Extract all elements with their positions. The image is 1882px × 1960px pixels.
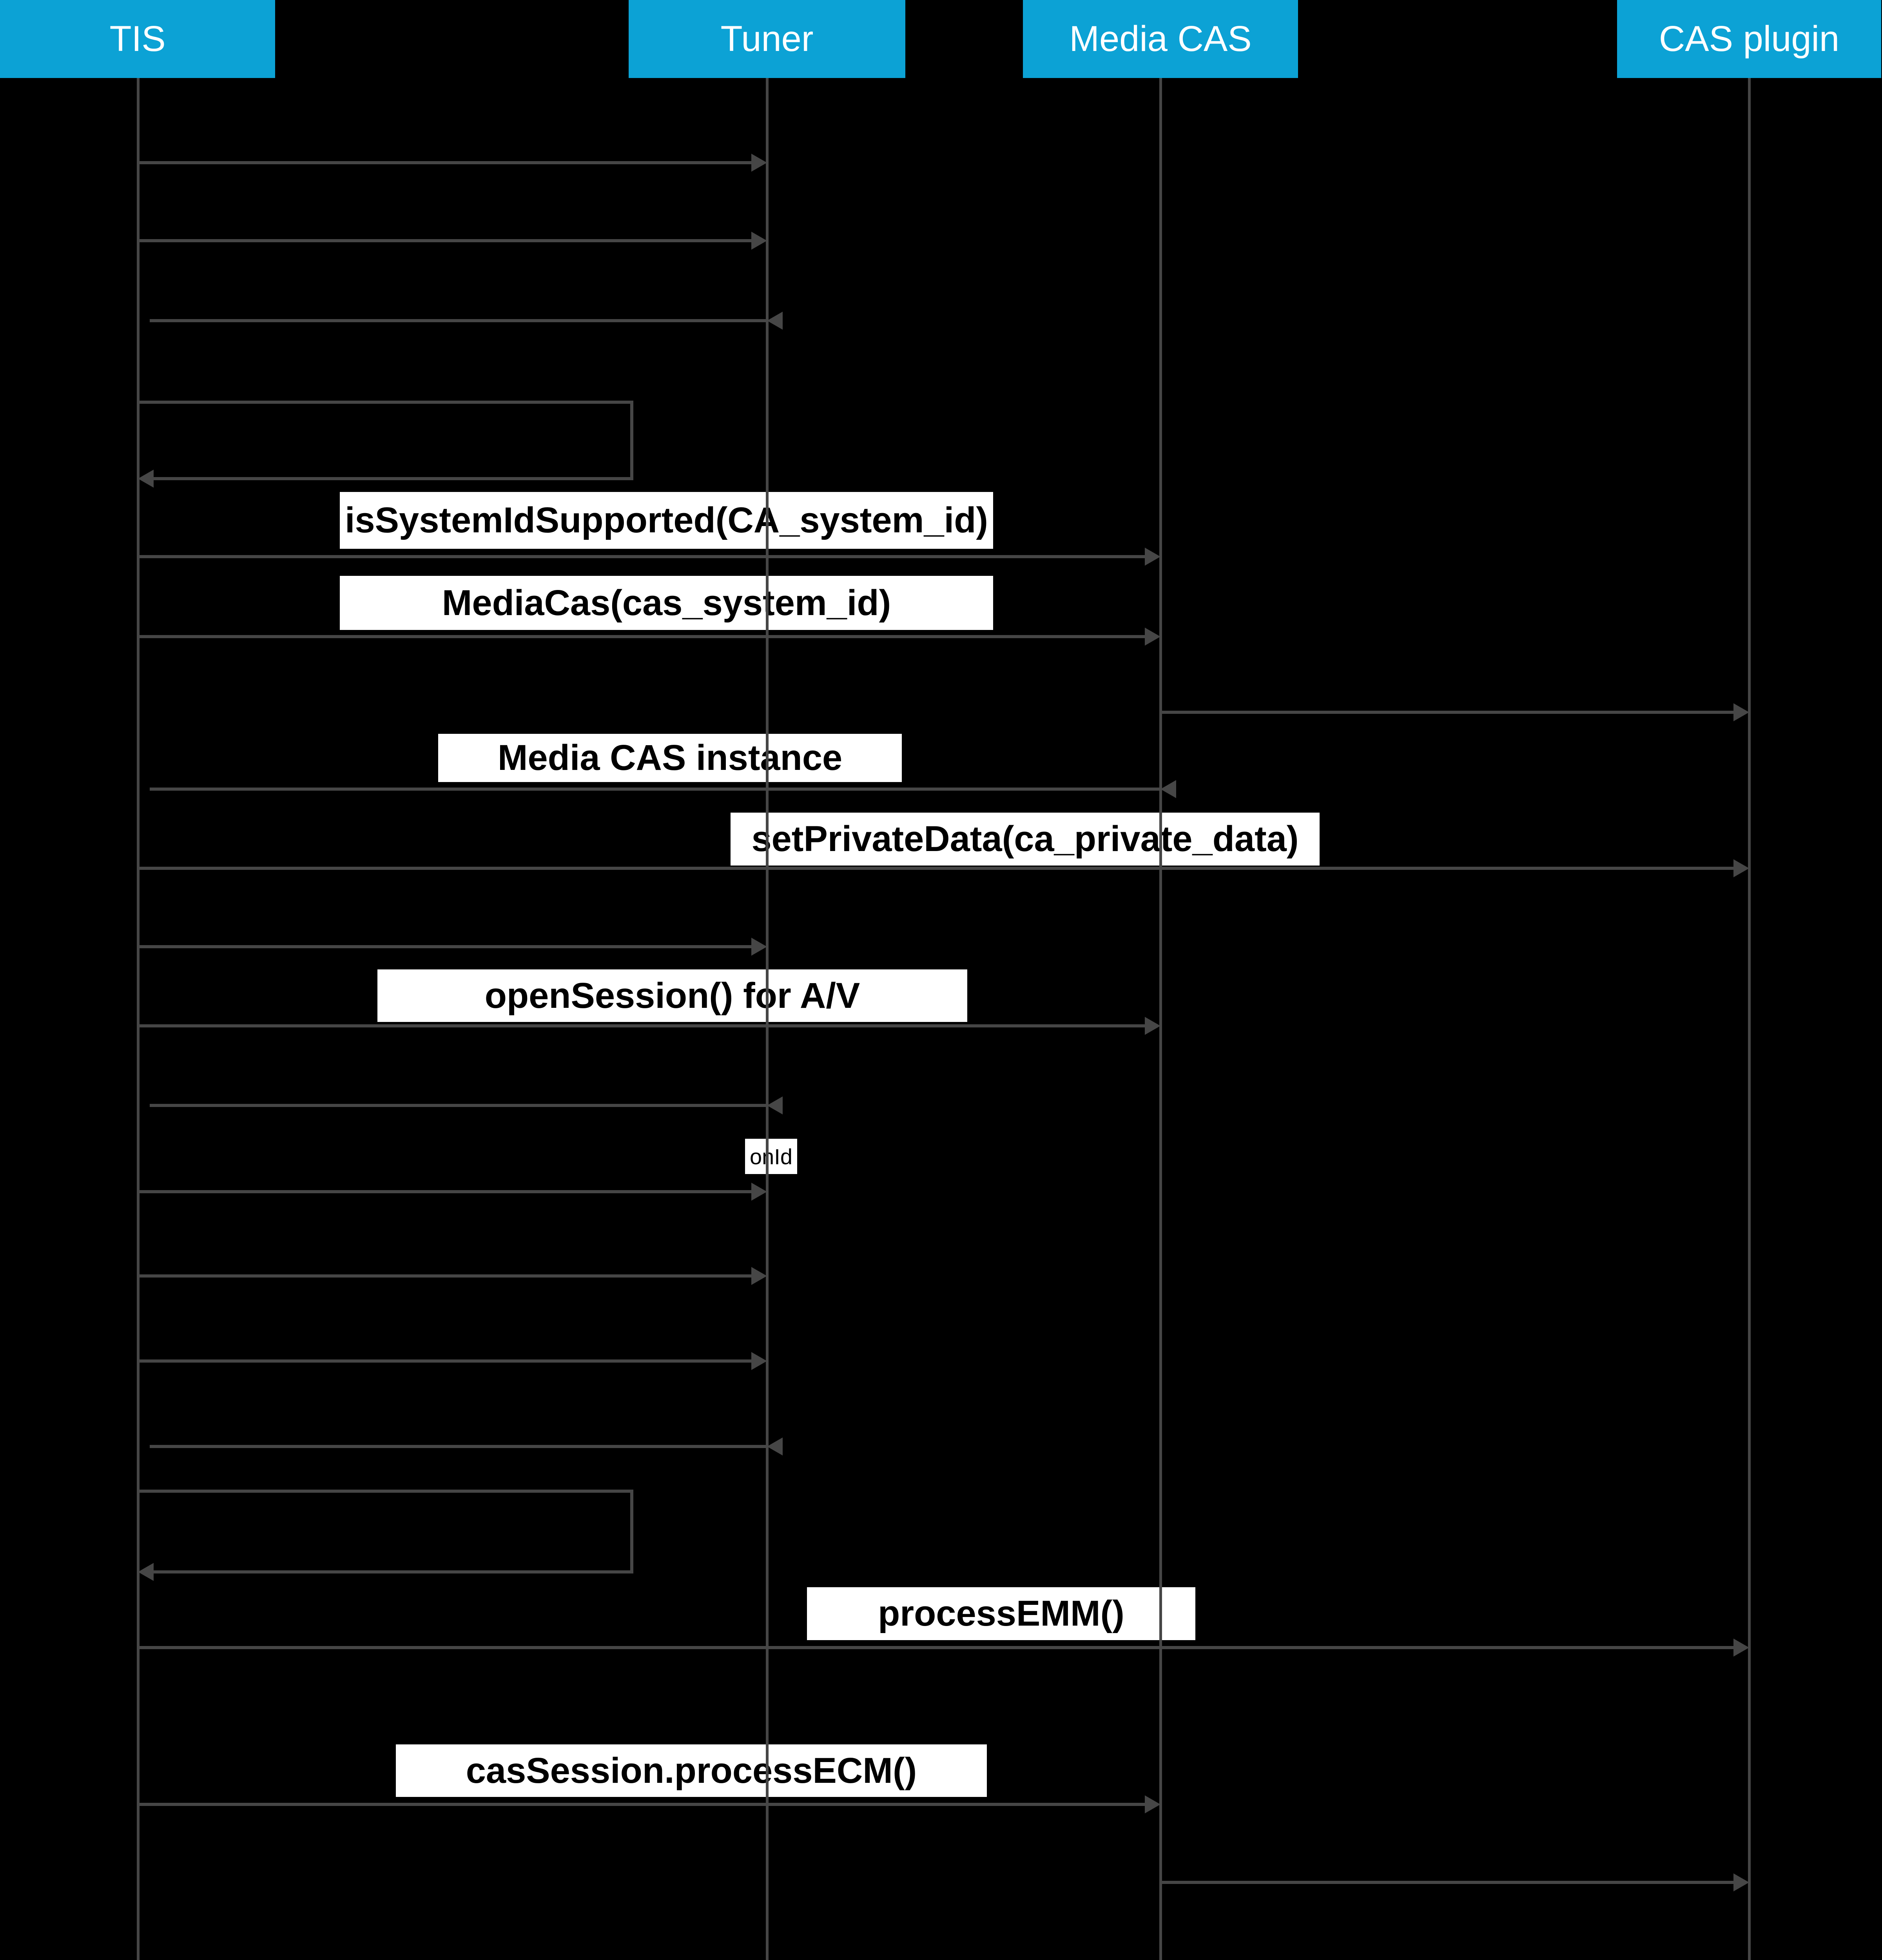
- message-arrow-line: [138, 945, 755, 948]
- self-message-top: [138, 1490, 633, 1493]
- message-label: openSession() for A/V: [377, 969, 967, 1022]
- arrowhead-right-icon: [1733, 859, 1749, 877]
- lifeline-cas_plugin: [1748, 78, 1751, 1960]
- arrowhead-right-icon: [1733, 1639, 1749, 1657]
- arrowhead-right-icon: [751, 1267, 767, 1285]
- message-arrow-line: [150, 319, 767, 322]
- arrowhead-right-icon: [1145, 1017, 1160, 1035]
- message-label: MediaCas(cas_system_id): [340, 576, 993, 630]
- arrowhead-right-icon: [1145, 628, 1160, 646]
- message-arrow-line: [138, 161, 755, 164]
- lifeline-media_cas: [1159, 78, 1162, 1960]
- message-label: Media CAS instance: [438, 734, 902, 782]
- lifeline-tis: [137, 78, 140, 1960]
- self-message-side: [630, 401, 633, 480]
- message-arrow-line: [1160, 711, 1737, 714]
- arrowhead-right-icon: [751, 232, 767, 250]
- arrowhead-right-icon: [751, 154, 767, 172]
- message-arrow-line: [138, 635, 1149, 638]
- actor-label: Media CAS: [1069, 19, 1252, 59]
- message-arrow-line: [138, 239, 755, 242]
- message-arrow-line: [1160, 1881, 1737, 1884]
- arrowhead-right-icon: [1145, 548, 1160, 566]
- message-arrow-line: [138, 1803, 1149, 1806]
- message-arrow-line: [138, 1274, 755, 1278]
- message-arrow-line: [138, 1024, 1149, 1027]
- message-arrow-line: [150, 1104, 767, 1107]
- arrowhead-right-icon: [1733, 703, 1749, 721]
- self-message-bottom: [150, 1570, 633, 1573]
- actor-label: TIS: [109, 19, 166, 59]
- arrowhead-left-icon: [767, 312, 783, 330]
- message-label: setPrivateData(ca_private_data): [731, 813, 1320, 866]
- self-message-bottom: [150, 477, 633, 480]
- arrowhead-right-icon: [751, 1183, 767, 1201]
- message-arrow-line: [150, 1445, 767, 1448]
- arrowhead-right-icon: [751, 938, 767, 956]
- arrowhead-left-icon: [767, 1437, 783, 1455]
- arrowhead-left-icon: [138, 1563, 154, 1581]
- arrowhead-left-icon: [1160, 780, 1176, 798]
- self-message-side: [630, 1490, 633, 1573]
- arrowhead-right-icon: [1145, 1795, 1160, 1813]
- message-label: processEMM(): [807, 1587, 1195, 1640]
- actor-label: Tuner: [720, 19, 814, 59]
- message-label: casSession.processECM(): [396, 1744, 987, 1797]
- message-arrow-line: [138, 867, 1737, 870]
- message-arrow-line: [138, 1646, 1737, 1649]
- message-label: isSystemIdSupported(CA_system_id): [340, 492, 993, 549]
- lifeline-tuner: [766, 78, 769, 1960]
- actor-header-tuner: Tuner: [629, 0, 905, 78]
- message-arrow-line: [138, 555, 1149, 558]
- arrowhead-left-icon: [138, 470, 154, 488]
- message-label: onId: [745, 1139, 797, 1174]
- actor-header-media_cas: Media CAS: [1023, 0, 1298, 78]
- arrowhead-right-icon: [1733, 1873, 1749, 1891]
- actor-header-tis: TIS: [0, 0, 275, 78]
- message-arrow-line: [138, 1190, 755, 1193]
- actor-label: CAS plugin: [1659, 19, 1840, 59]
- actor-header-cas_plugin: CAS plugin: [1617, 0, 1881, 78]
- arrowhead-right-icon: [751, 1352, 767, 1370]
- message-arrow-line: [138, 1359, 755, 1363]
- message-arrow-line: [150, 788, 1160, 791]
- arrowhead-left-icon: [767, 1096, 783, 1114]
- self-message-top: [138, 401, 633, 404]
